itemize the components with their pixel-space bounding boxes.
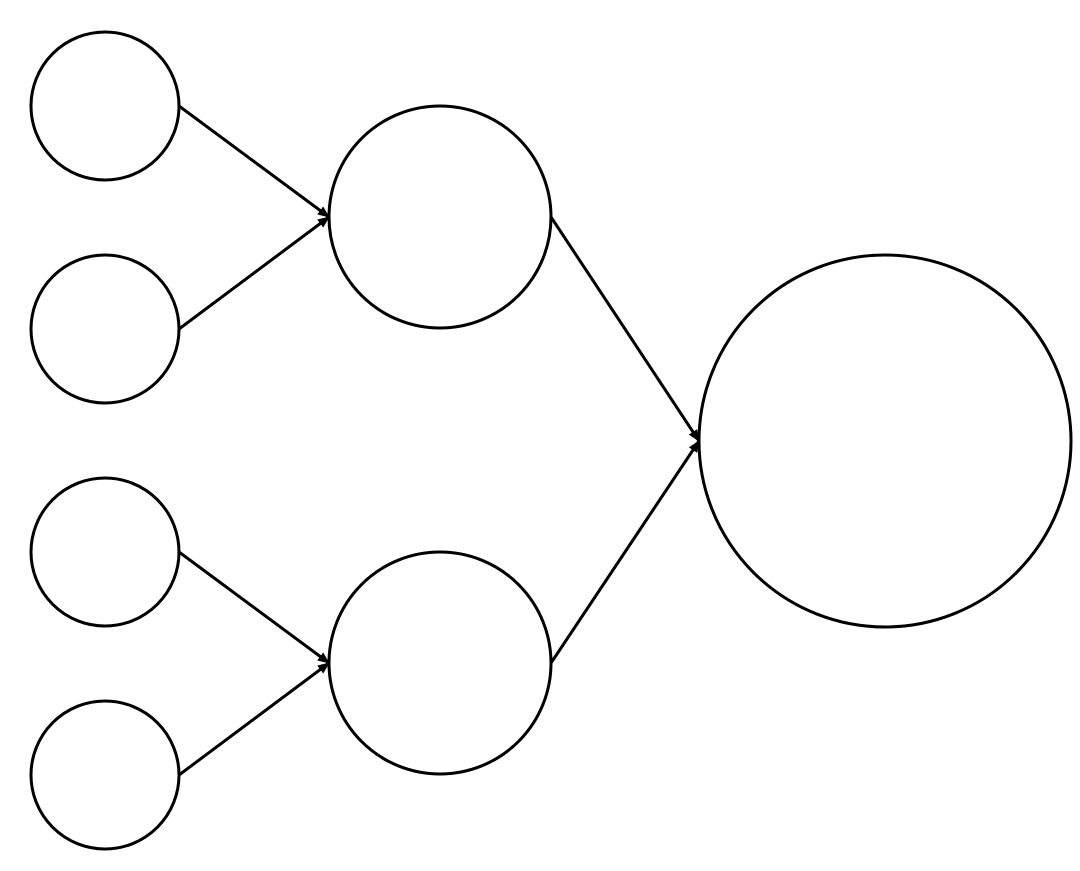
edges-layer: [178, 104, 701, 777]
edge-mid-2-to-root: [549, 440, 701, 664]
edge-mid-1-to-root: [549, 216, 701, 442]
edge-leaf-4-to-mid-2: [178, 661, 330, 777]
node-leaf-3: [29, 476, 181, 628]
node-leaf-2: [29, 253, 181, 405]
node-root: [697, 253, 1073, 629]
edge-leaf-1-to-mid-1: [178, 104, 330, 219]
edge-leaf-2-to-mid-1: [178, 215, 330, 331]
edge-leaf-3-to-mid-2: [178, 550, 330, 665]
node-leaf-4: [29, 699, 181, 851]
nodes-layer: [29, 30, 1073, 851]
node-mid-2: [327, 550, 553, 776]
node-mid-1: [327, 104, 553, 330]
node-leaf-1: [29, 30, 181, 182]
